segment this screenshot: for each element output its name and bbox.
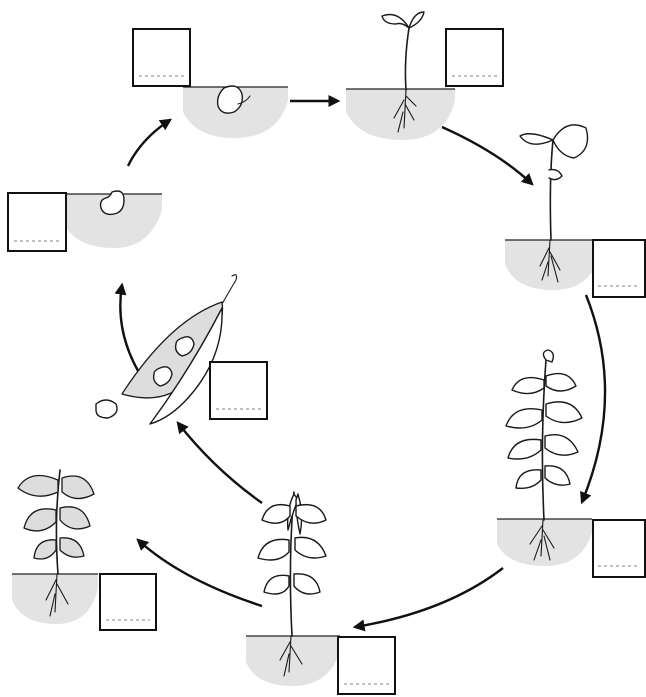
label-box-stage-1[interactable] bbox=[7, 192, 67, 252]
arrow-1-to-2 bbox=[126, 118, 173, 167]
stage-4-young-plant bbox=[505, 124, 600, 290]
cotyledon-icon bbox=[381, 13, 410, 29]
label-box-stage-5[interactable] bbox=[592, 519, 646, 578]
arrow-5-to-6 bbox=[352, 567, 504, 632]
arrow-3-to-4 bbox=[441, 125, 534, 186]
stage-8-seed-pod bbox=[95, 274, 238, 425]
wilted-leaf-icon bbox=[17, 474, 59, 497]
label-box-stage-2[interactable] bbox=[132, 28, 191, 87]
stage-3-seedling bbox=[346, 11, 455, 140]
stage-1-seed-in-soil bbox=[66, 190, 162, 248]
label-box-stage-8[interactable] bbox=[209, 361, 268, 420]
stage-2-germinating-seed bbox=[183, 85, 288, 138]
arrow-6-to-7 bbox=[136, 538, 263, 608]
leaf-icon bbox=[519, 133, 554, 145]
stage-6-plant-with-pods bbox=[246, 491, 340, 686]
stage-5-mature-plant bbox=[497, 349, 592, 566]
label-boxes bbox=[7, 28, 646, 695]
flower-icon bbox=[542, 349, 555, 363]
germinating-bean-icon bbox=[216, 85, 244, 114]
arrow-6-to-8 bbox=[176, 421, 263, 504]
label-box-stage-6[interactable] bbox=[337, 636, 396, 695]
label-box-stage-3[interactable] bbox=[445, 28, 504, 87]
stage-7-dying-plant bbox=[12, 469, 98, 624]
label-box-stage-4[interactable] bbox=[592, 239, 646, 298]
arrow-4-to-5 bbox=[580, 294, 607, 505]
label-box-stage-7[interactable] bbox=[99, 573, 157, 631]
bean-seed-icon bbox=[174, 336, 195, 357]
bean-seed-icon bbox=[99, 190, 125, 216]
